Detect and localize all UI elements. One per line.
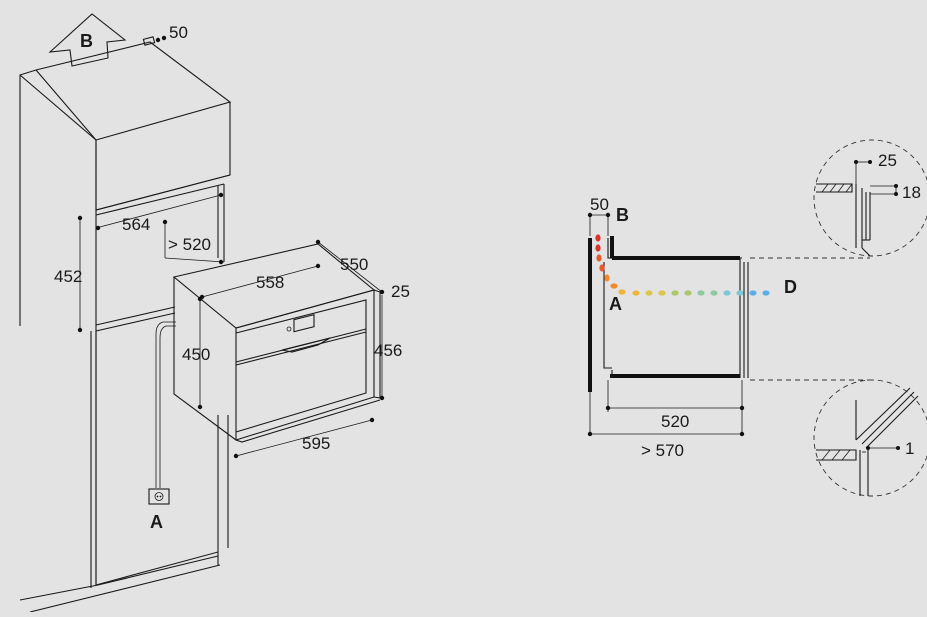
airflow-label-a: A [609, 294, 622, 314]
vent-label-b: B [616, 205, 629, 225]
dim-niche-height: 452 [54, 267, 82, 286]
airflow-dot [762, 290, 770, 296]
oven [172, 243, 381, 443]
side-section [587, 212, 870, 437]
cabinet [19, 41, 232, 613]
power-cable [155, 321, 176, 488]
airflow-dot [658, 290, 666, 296]
airflow-dot [710, 290, 718, 296]
detail-bottom [813, 379, 927, 497]
dim-line-oven-height-total [379, 295, 385, 401]
airflow-dot [610, 283, 618, 289]
airflow-dot [596, 254, 602, 262]
dim-detail-top-a: 25 [878, 151, 897, 170]
dim-side-total-depth: > 570 [641, 441, 684, 460]
detail-top [813, 139, 927, 257]
airflow-dot [749, 290, 757, 296]
dim-oven-height-body: 450 [182, 345, 210, 364]
dim-line-niche-height [77, 215, 83, 333]
airflow-dot [645, 290, 653, 296]
dim-line-oven-height [197, 296, 203, 410]
dim-front-offset: 25 [391, 282, 410, 301]
dim-oven-depth: 550 [340, 255, 368, 274]
airflow-dot [599, 264, 605, 272]
dim-oven-width-front: 595 [302, 434, 330, 453]
dim-niche-width: 564 [122, 215, 150, 234]
dim-niche-depth: > 520 [168, 235, 211, 254]
dim-oven-height-total: 456 [374, 341, 402, 360]
airflow-dot [618, 289, 626, 295]
dim-line-oven-depth [315, 239, 383, 293]
airflow-dot [595, 244, 601, 252]
airflow-dot [632, 290, 640, 296]
dim-detail-top-b: 18 [902, 183, 921, 202]
power-socket-icon [148, 488, 170, 505]
airflow-dot [697, 290, 705, 296]
airflow-dot [723, 290, 731, 296]
dim-detail-bottom: 1 [905, 439, 914, 458]
dim-side-depth: 520 [661, 412, 689, 431]
airflow-path [595, 234, 770, 296]
up-arrow-icon [48, 13, 127, 67]
airflow-dot [736, 290, 744, 296]
dim-top-gap: 50 [169, 23, 188, 42]
airflow-dot [604, 274, 610, 282]
airflow-dot [595, 234, 601, 242]
dim-side-top-gap: 50 [590, 195, 609, 214]
exhaust-label-b: B [80, 31, 93, 51]
dim-line-oven-front [233, 417, 375, 459]
dim-oven-width-top: 558 [256, 273, 284, 292]
top-vent-marker [142, 35, 167, 46]
airflow-label-d: D [784, 277, 797, 297]
socket-label-a: A [150, 512, 163, 532]
airflow-dot [671, 290, 679, 296]
airflow-dot [684, 290, 692, 296]
dim-line-niche-width [95, 192, 224, 231]
